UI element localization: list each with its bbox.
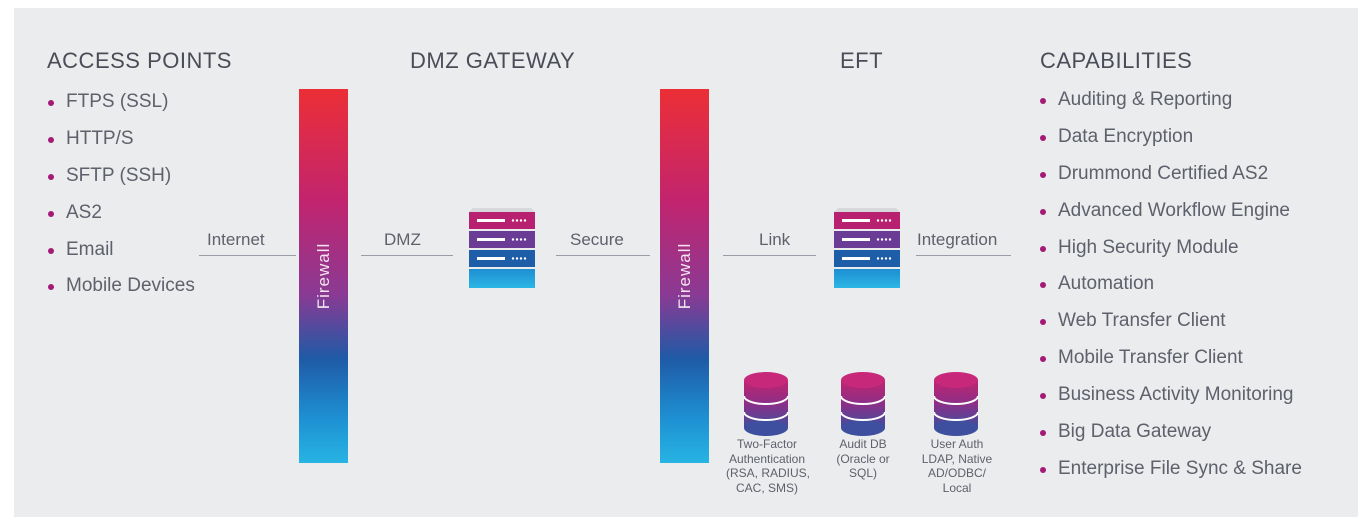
firewall-label: Firewall	[674, 242, 694, 310]
bullet-icon	[48, 247, 54, 254]
list-item: Email	[48, 232, 195, 269]
list-item: Mobile Devices	[48, 268, 195, 305]
secure-line	[556, 255, 650, 256]
audit-db-label: Audit DB (Oracle or SQL)	[836, 437, 890, 480]
internet-line	[199, 255, 296, 256]
bullet-icon	[1040, 134, 1046, 141]
list-item: Big Data Gateway	[1040, 414, 1302, 451]
two-factor-database-icon	[744, 372, 788, 436]
list-item: Automation	[1040, 266, 1302, 303]
integration-line	[916, 255, 1011, 256]
bullet-icon	[1040, 319, 1046, 326]
list-item: Enterprise File Sync & Share	[1040, 451, 1302, 488]
heading-access-points: ACCESS POINTS	[47, 48, 232, 73]
integration-label: Integration	[917, 230, 998, 249]
access-points-list: FTPS (SSL) HTTP/S SFTP (SSH) AS2 Email M…	[48, 84, 195, 305]
list-item: Mobile Transfer Client	[1040, 340, 1302, 377]
bullet-icon	[1040, 393, 1046, 400]
link-line	[723, 255, 816, 256]
bullet-icon	[48, 100, 54, 106]
list-item: Drummond Certified AS2	[1040, 156, 1302, 193]
architecture-diagram: ACCESS POINTS DMZ GATEWAY EFT CAPABILITI…	[14, 8, 1358, 517]
bullet-icon	[48, 136, 54, 143]
two-factor-label: Two-Factor Authentication (RSA, RADIUS, …	[726, 437, 811, 495]
list-item: High Security Module	[1040, 230, 1302, 267]
bullet-icon	[1040, 282, 1046, 289]
firewall-left: Firewall	[299, 89, 348, 463]
bullet-icon	[1040, 171, 1046, 178]
bullet-icon	[48, 173, 54, 180]
bullet-icon	[48, 210, 54, 217]
user-auth-database-icon	[934, 372, 978, 436]
eft-server-icon	[834, 204, 900, 288]
firewall-right: Firewall	[660, 89, 709, 463]
user-auth-label: User Auth LDAP, Native AD/ODBC/ Local	[921, 437, 993, 495]
secure-label: Secure	[570, 230, 624, 249]
bullet-icon	[1040, 430, 1046, 437]
bullet-icon	[1040, 245, 1046, 252]
firewall-label: Firewall	[313, 242, 333, 310]
list-item: Web Transfer Client	[1040, 303, 1302, 340]
bullet-icon	[48, 284, 54, 291]
dmz-gateway-server-icon	[469, 204, 535, 288]
heading-dmz-gateway: DMZ GATEWAY	[410, 48, 576, 73]
dmz-line	[361, 255, 453, 256]
list-item: Business Activity Monitoring	[1040, 377, 1302, 414]
list-item: Auditing & Reporting	[1040, 82, 1302, 119]
audit-database-icon	[841, 372, 885, 436]
list-item: SFTP (SSH)	[48, 158, 195, 195]
capabilities-list: Auditing & Reporting Data Encryption Dru…	[1040, 82, 1302, 488]
heading-eft: EFT	[840, 48, 884, 73]
dmz-label: DMZ	[384, 230, 421, 249]
heading-capabilities: CAPABILITIES	[1040, 48, 1193, 73]
internet-label: Internet	[207, 230, 265, 249]
bullet-icon	[1040, 466, 1046, 473]
list-item: Data Encryption	[1040, 119, 1302, 156]
bullet-icon	[1040, 98, 1046, 104]
bullet-icon	[1040, 356, 1046, 363]
list-item: FTPS (SSL)	[48, 84, 195, 121]
link-label: Link	[759, 230, 791, 249]
list-item: HTTP/S	[48, 121, 195, 158]
list-item: Advanced Workflow Engine	[1040, 193, 1302, 230]
list-item: AS2	[48, 195, 195, 232]
bullet-icon	[1040, 208, 1046, 215]
